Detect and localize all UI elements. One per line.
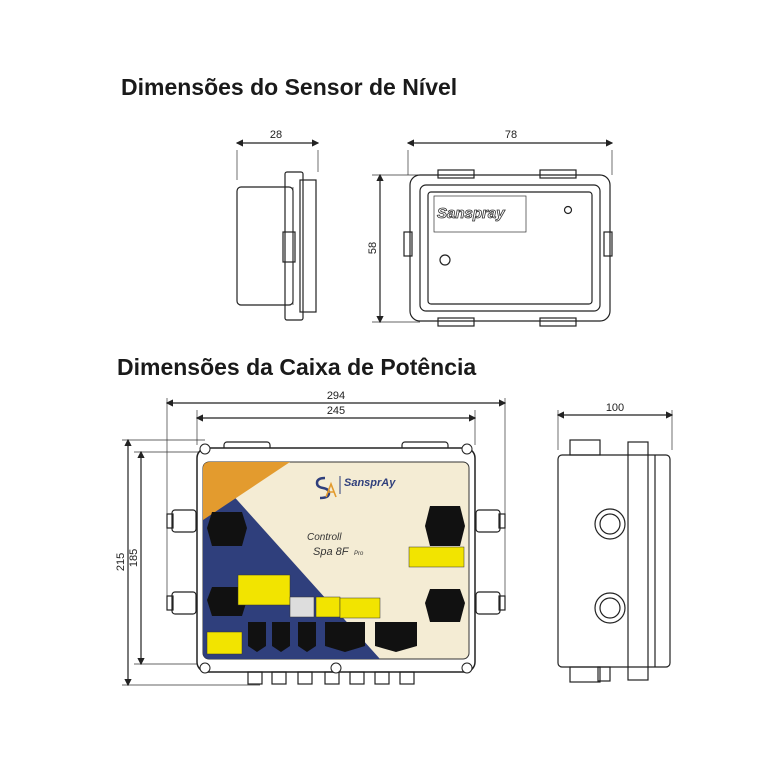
box-logo-mark: [315, 476, 337, 500]
box-brand-logo: SansprAy: [344, 477, 396, 489]
dim-box-body-height: 185: [128, 549, 140, 567]
dim-sensor-depth: 28: [270, 129, 282, 141]
sensor-side-view: 28: [235, 129, 320, 321]
box-section-title: Dimensões da Caixa de Potência: [117, 354, 477, 380]
sensor-brand-logo: Sanspray: [437, 205, 505, 222]
lighting-panel: [207, 512, 247, 546]
power-box-side-view: 100: [556, 402, 674, 683]
sensor-front-view: 78 58 Sanspray: [367, 129, 614, 327]
dim-sensor-height: 58: [367, 242, 379, 254]
product-name-suffix: Pro: [354, 551, 364, 557]
dim-box-depth: 100: [606, 402, 624, 414]
product-name-line1: Controll: [307, 532, 342, 543]
sensor-section-title: Dimensões do Sensor de Nível: [121, 74, 458, 100]
power-box-front-view: SansprAy Controll Spa 8F Pro: [166, 441, 506, 685]
product-name-line2: Spa 8F: [313, 546, 350, 558]
dim-sensor-width: 78: [505, 129, 517, 141]
dim-box-overall-width: 294: [327, 390, 345, 402]
box-front-dimensions: 294 245 215 185: [115, 390, 507, 687]
dim-box-body-width: 245: [327, 405, 345, 417]
dim-box-overall-height: 215: [115, 553, 127, 571]
